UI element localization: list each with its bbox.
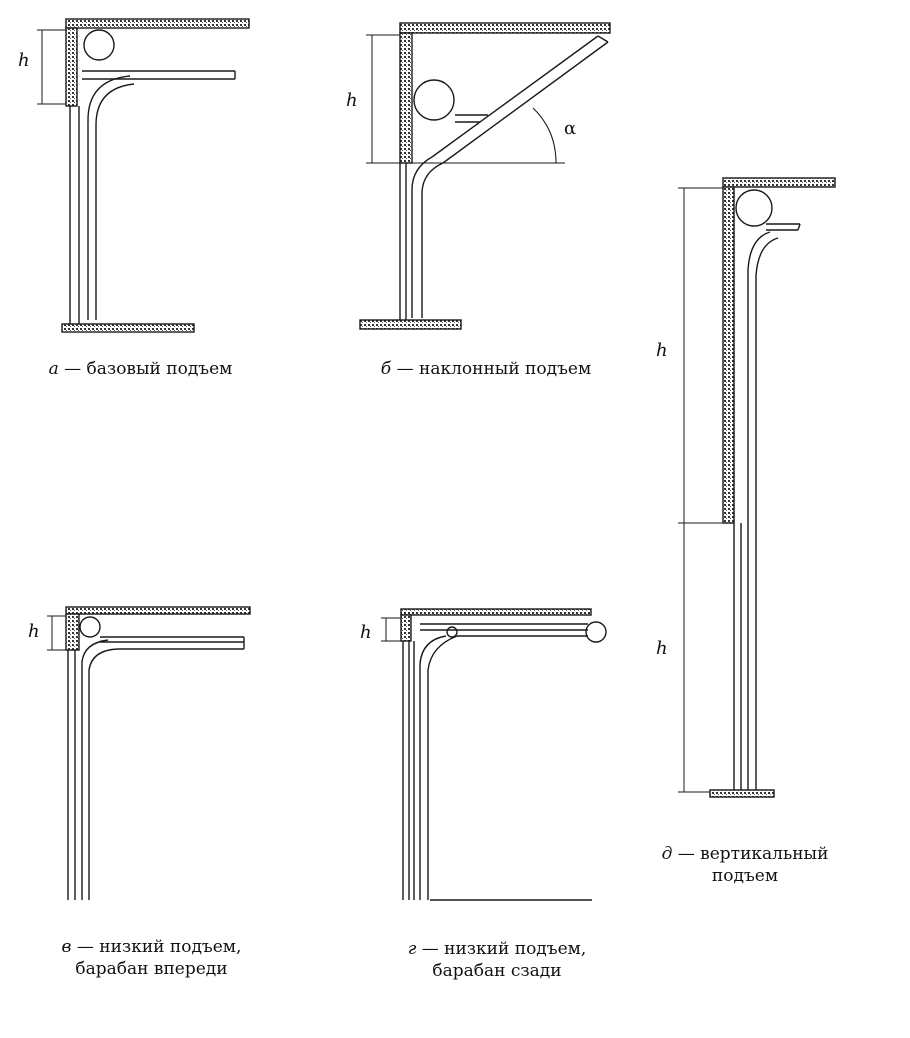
spring-drum [735, 189, 773, 227]
floor-slab [709, 789, 775, 798]
pulley [446, 626, 458, 638]
header-wall [399, 32, 413, 164]
dimension-label-h: h [18, 50, 30, 71]
diagram-a-basic-lift [37, 18, 250, 333]
spring-drum [413, 79, 455, 121]
caption-line-1: в — низкий подъем, [44, 936, 259, 958]
dimension-h-lower [678, 523, 710, 793]
horizontal-track [82, 70, 236, 80]
caption-v: в — низкий подъем, барабан впереди [44, 936, 259, 980]
dimension-label-h-upper: h [656, 340, 668, 361]
door-panels [733, 523, 742, 790]
header-wall [400, 614, 412, 642]
caption-text: низкий подъем, [99, 937, 242, 957]
door-panels [67, 650, 76, 900]
caption-text: базовый подъем [86, 359, 233, 379]
caption-b: б — наклонный подъем [366, 358, 606, 380]
ceiling-slab [400, 608, 592, 616]
caption-line-2: барабан сзади [432, 961, 562, 981]
door-panels [69, 106, 80, 324]
angle-arc [532, 107, 557, 164]
caption-line-1: д — вертикальный [648, 843, 842, 865]
floor-slab [61, 323, 195, 333]
header-wall [65, 27, 78, 107]
caption-text: наклонный подъем [419, 359, 592, 379]
caption-line-2: подъем [711, 866, 779, 886]
diagram-v-low-lift-front-drum [47, 606, 251, 900]
caption-text: низкий подъем, [444, 939, 587, 959]
floor-slab [359, 319, 462, 330]
ceiling-slab [399, 22, 611, 34]
caption-dash: — [677, 844, 695, 864]
curved-track [747, 231, 779, 790]
caption-letter: д [661, 844, 673, 864]
angle-label-alpha: α [564, 118, 576, 139]
spring-drum [83, 29, 115, 61]
dimension-label-h: h [28, 621, 40, 642]
door-panels [399, 163, 407, 320]
ceiling-slab [65, 18, 250, 29]
caption-letter: а [48, 359, 59, 379]
door-panels [402, 641, 415, 900]
caption-letter: в [61, 937, 72, 957]
caption-dash: — [396, 359, 414, 379]
dimension-h-upper [678, 187, 723, 524]
ceiling-slab [722, 177, 836, 188]
caption-letter: г [407, 939, 417, 959]
caption-dash: — [421, 939, 439, 959]
dimension-h [47, 615, 66, 651]
diagram-g-low-lift-rear-drum [381, 608, 607, 901]
caption-dash: — [76, 937, 94, 957]
track-top-bracket [766, 223, 801, 231]
spring-drum-rear [585, 621, 607, 643]
dimension-label-h-lower: h [656, 638, 668, 659]
horizontal-track [420, 623, 588, 637]
caption-text: вертикальный [700, 844, 829, 864]
caption-line-1: г — низкий подъем, [386, 938, 608, 960]
caption-g: г — низкий подъем, барабан сзади [386, 938, 608, 982]
dimension-label-h: h [360, 622, 372, 643]
caption-dash: — [64, 359, 82, 379]
diagram-b-inclined-lift [359, 22, 611, 330]
dimension-h [366, 34, 565, 164]
curved-track [81, 639, 119, 900]
header-wall [722, 186, 735, 524]
dimension-h [37, 29, 66, 105]
inclined-track [431, 35, 609, 164]
spring-drum [79, 616, 101, 638]
caption-letter: б [380, 359, 392, 379]
header-wall [65, 613, 80, 651]
caption-d: д — вертикальный подъем [648, 843, 842, 887]
dimension-h [381, 617, 401, 642]
curved-track [87, 75, 135, 320]
caption-a: а — базовый подъем [38, 358, 243, 380]
curved-track [419, 635, 458, 900]
curved-track [411, 156, 444, 318]
diagram-d-vertical-lift [678, 177, 836, 798]
horizontal-track [100, 636, 245, 650]
ceiling-slab [65, 606, 251, 615]
dimension-label-h: h [346, 90, 358, 111]
caption-line-2: барабан впереди [75, 959, 228, 979]
